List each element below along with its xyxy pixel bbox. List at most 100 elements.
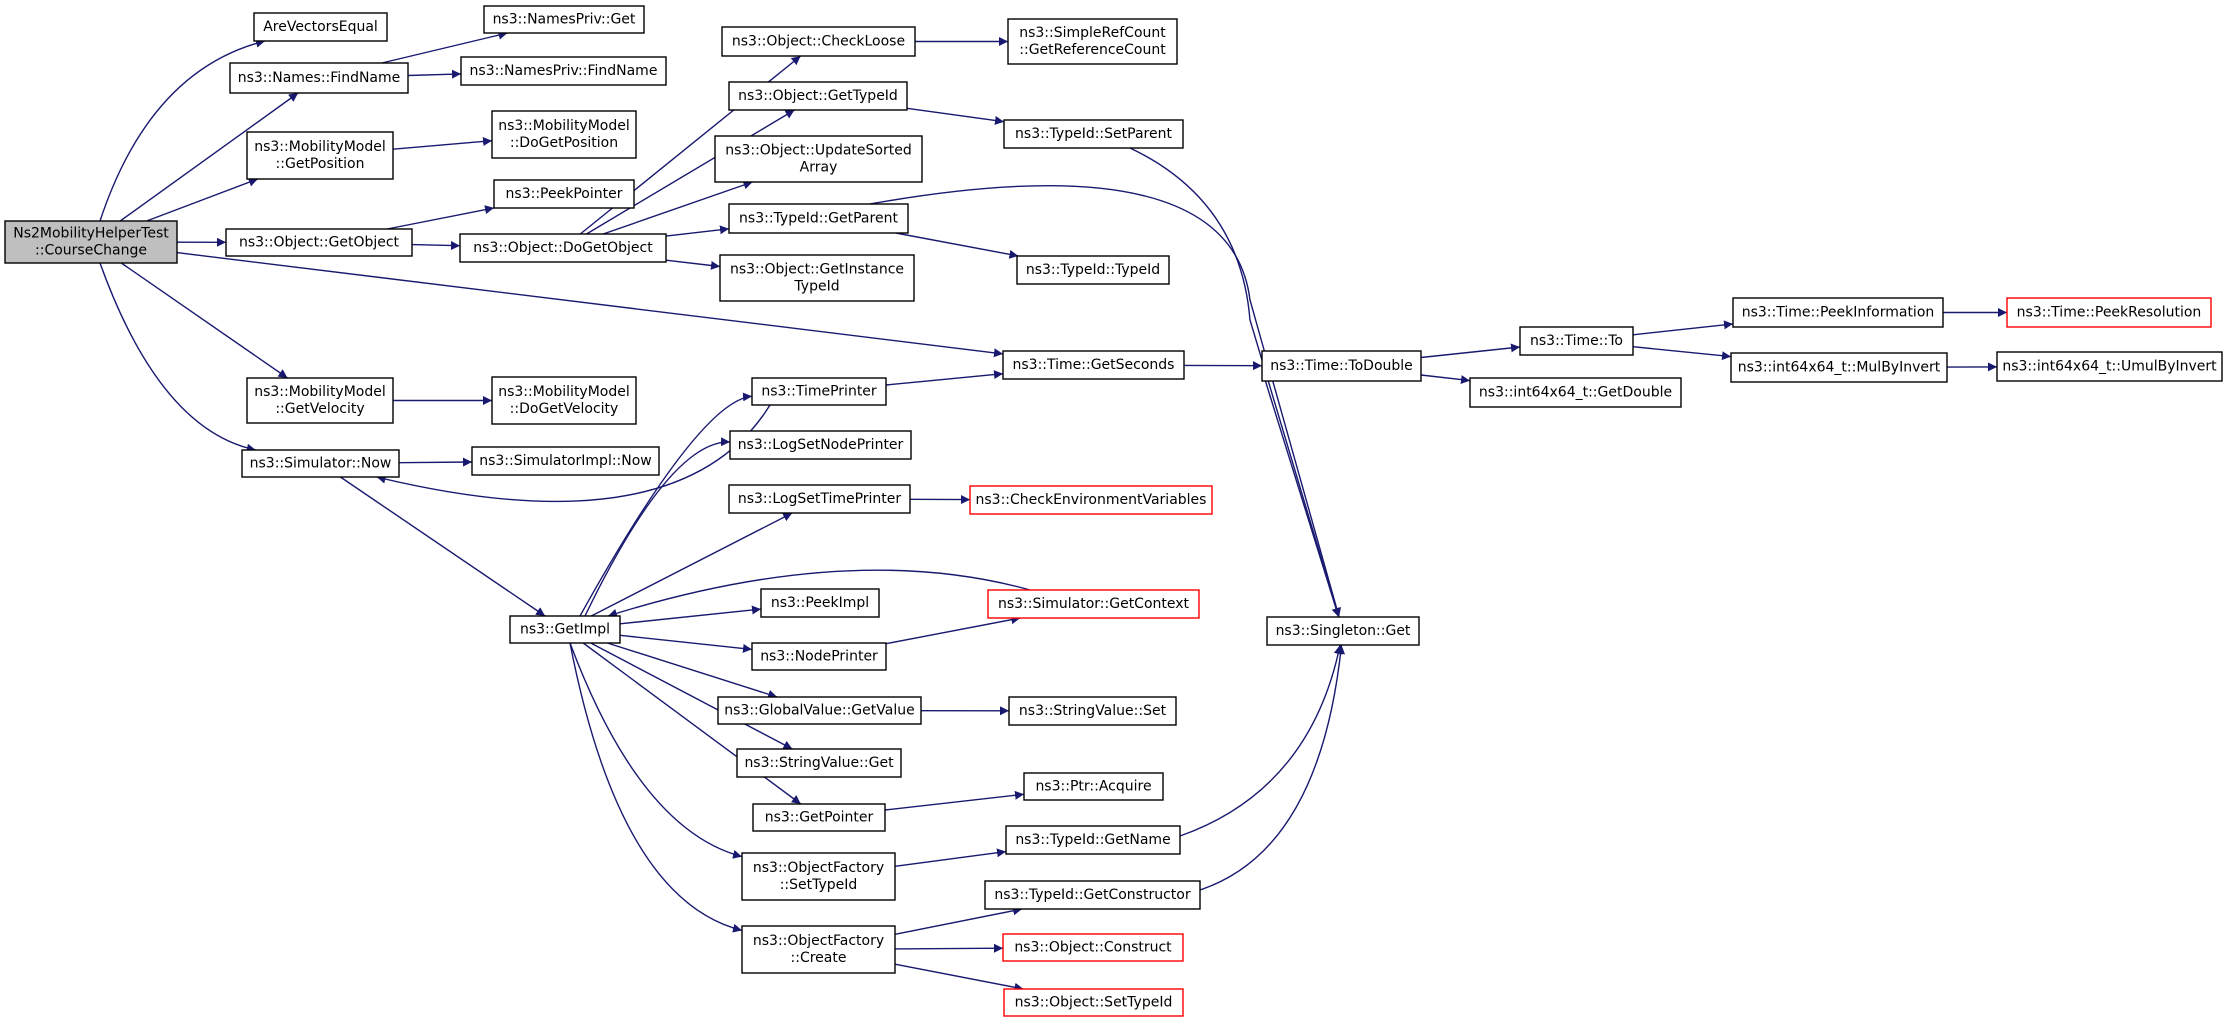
node-ptr_acquire[interactable]: ns3::Ptr::Acquire bbox=[1023, 772, 1164, 801]
node-label: ns3::GetPointer bbox=[765, 810, 874, 826]
node-label: AreVectorsEqual bbox=[263, 19, 378, 35]
edge-getimpl-to-gv_getvalue bbox=[607, 642, 778, 699]
node-label: ns3::GlobalValue::GetValue bbox=[724, 703, 914, 719]
node-box bbox=[1003, 988, 1184, 1017]
node-obj_construct[interactable]: ns3::Object::Construct bbox=[1002, 933, 1184, 962]
node-sim_getcontext[interactable]: ns3::Simulator::GetContext bbox=[987, 589, 1200, 619]
edge-findname-to-np_get bbox=[381, 30, 508, 64]
node-mm_getvel[interactable]: ns3::MobilityModel::GetVelocity bbox=[246, 377, 394, 424]
node-box bbox=[984, 880, 1201, 910]
node-gv_getvalue[interactable]: ns3::GlobalValue::GetValue bbox=[717, 696, 922, 725]
node-obj_gettypeid[interactable]: ns3::Object::GetTypeId bbox=[728, 81, 908, 111]
node-timeprinter[interactable]: ns3::TimePrinter bbox=[751, 377, 887, 406]
node-tid_getctor[interactable]: ns3::TypeId::GetConstructor bbox=[984, 880, 1201, 910]
node-tid_getparent[interactable]: ns3::TypeId::GetParent bbox=[728, 203, 909, 234]
node-peekpointer[interactable]: ns3::PeekPointer bbox=[493, 179, 635, 209]
node-tid_setparent[interactable]: ns3::TypeId::SetParent bbox=[1003, 119, 1184, 149]
node-i64_getdouble[interactable]: ns3::int64x64_t::GetDouble bbox=[1469, 377, 1682, 408]
node-nodeprinter[interactable]: ns3::NodePrinter bbox=[751, 642, 887, 671]
node-label: ::DoGetPosition bbox=[510, 135, 618, 151]
node-box bbox=[225, 228, 413, 257]
node-box bbox=[1002, 350, 1185, 380]
node-np_findname[interactable]: ns3::NamesPriv::FindName bbox=[460, 56, 667, 86]
node-peekimpl[interactable]: ns3::PeekImpl bbox=[760, 588, 880, 618]
node-time_to[interactable]: ns3::Time::To bbox=[1519, 326, 1634, 356]
node-box bbox=[719, 254, 915, 302]
node-box bbox=[1003, 119, 1184, 149]
node-box bbox=[728, 81, 908, 111]
node-singleton_get[interactable]: ns3::Singleton::Get bbox=[1266, 616, 1420, 646]
node-logsettime[interactable]: ns3::LogSetTimePrinter bbox=[728, 484, 911, 514]
node-of_create[interactable]: ns3::ObjectFactory::Create bbox=[741, 925, 896, 974]
node-label: ns3::PeekPointer bbox=[506, 186, 623, 202]
node-label: ns3::Simulator::GetContext bbox=[998, 596, 1190, 612]
node-of_settypeid[interactable]: ns3::ObjectFactory::SetTypeId bbox=[741, 852, 896, 901]
edge-time_to-to-time_peekinfo bbox=[1632, 320, 1734, 336]
node-np_get[interactable]: ns3::NamesPriv::Get bbox=[483, 5, 645, 34]
node-tid_getname[interactable]: ns3::TypeId::GetName bbox=[1005, 825, 1181, 855]
node-logsetnode[interactable]: ns3::LogSetNodePrinter bbox=[729, 430, 912, 460]
node-box bbox=[760, 588, 880, 618]
node-sim_now[interactable]: ns3::Simulator::Now bbox=[241, 449, 400, 478]
node-label: ns3::SimpleRefCount bbox=[1019, 25, 1166, 41]
edge-obj_dogetobject-to-obj_getinsttid bbox=[665, 259, 721, 270]
node-obj_dogetobject[interactable]: ns3::Object::DoGetObject bbox=[459, 233, 667, 263]
node-box bbox=[1023, 772, 1164, 801]
node-box bbox=[483, 5, 645, 34]
node-box bbox=[1008, 696, 1177, 726]
node-time_peekres[interactable]: ns3::Time::PeekResolution bbox=[2006, 297, 2212, 328]
node-time_todouble[interactable]: ns3::Time::ToDouble bbox=[1261, 350, 1422, 382]
node-obj_getobject[interactable]: ns3::Object::GetObject bbox=[225, 228, 413, 257]
node-label: ns3::GetImpl bbox=[520, 622, 610, 638]
node-getpointer[interactable]: ns3::GetPointer bbox=[752, 803, 886, 832]
node-box bbox=[1016, 255, 1170, 285]
node-root[interactable]: Ns2MobilityHelperTest::CourseChange bbox=[4, 220, 178, 264]
node-label: ns3::ObjectFactory bbox=[753, 860, 884, 876]
edge-getimpl-to-logsetnode bbox=[584, 437, 731, 617]
edge-getimpl-to-of_create bbox=[569, 642, 743, 933]
node-box bbox=[491, 376, 637, 425]
node-label: ns3::MobilityModel bbox=[498, 118, 630, 134]
node-label: Array bbox=[800, 160, 838, 176]
node-checkenv[interactable]: ns3::CheckEnvironmentVariables bbox=[969, 485, 1213, 515]
node-sv_set[interactable]: ns3::StringValue::Set bbox=[1008, 696, 1177, 726]
node-box bbox=[253, 12, 388, 42]
node-label: ns3::Time::PeekResolution bbox=[2017, 305, 2202, 321]
node-label: ns3::NamesPriv::FindName bbox=[470, 63, 658, 79]
node-box bbox=[2006, 297, 2212, 328]
node-sv_get[interactable]: ns3::StringValue::Get bbox=[736, 748, 902, 778]
node-arevec[interactable]: AreVectorsEqual bbox=[253, 12, 388, 42]
node-box bbox=[246, 131, 394, 180]
node-box bbox=[751, 377, 887, 406]
node-findname[interactable]: ns3::Names::FindName bbox=[229, 62, 409, 94]
node-i64_umulbyinv[interactable]: ns3::int64x64_t::UmulByInvert bbox=[1996, 351, 2223, 382]
node-simimpl_now[interactable]: ns3::SimulatorImpl::Now bbox=[471, 446, 660, 476]
node-time_peekinfo[interactable]: ns3::Time::PeekInformation bbox=[1732, 297, 1944, 328]
node-box bbox=[460, 56, 667, 86]
node-label: Ns2MobilityHelperTest bbox=[13, 226, 169, 242]
edge-nodeprinter-to-sim_getcontext bbox=[885, 615, 1021, 645]
nodes: Ns2MobilityHelperTest::CourseChange AreVe… bbox=[4, 5, 2223, 1017]
node-mm_dogetpos[interactable]: ns3::MobilityModel::DoGetPosition bbox=[491, 110, 637, 159]
node-mm_dogetvel[interactable]: ns3::MobilityModel::DoGetVelocity bbox=[491, 376, 637, 425]
node-box bbox=[1261, 350, 1422, 382]
node-src_getref[interactable]: ns3::SimpleRefCount::GetReferenceCount bbox=[1007, 18, 1178, 65]
edge-tid_getname-to-singleton_get bbox=[1179, 644, 1343, 837]
node-box bbox=[721, 26, 916, 57]
edge-root-to-findname bbox=[119, 92, 299, 222]
node-label: ns3::NodePrinter bbox=[760, 649, 878, 665]
node-tid_typeid[interactable]: ns3::TypeId::TypeId bbox=[1016, 255, 1170, 285]
node-mm_getpos[interactable]: ns3::MobilityModel::GetPosition bbox=[246, 131, 394, 180]
node-obj_settypeid[interactable]: ns3::Object::SetTypeId bbox=[1003, 988, 1184, 1017]
node-box bbox=[459, 233, 667, 263]
node-box bbox=[728, 203, 909, 234]
node-box bbox=[1002, 933, 1184, 962]
node-obj_checkloose[interactable]: ns3::Object::CheckLoose bbox=[721, 26, 916, 57]
node-time_getseconds[interactable]: ns3::Time::GetSeconds bbox=[1002, 350, 1185, 380]
edge-obj_dogetobject-to-tid_getparent bbox=[665, 225, 730, 237]
node-label: ns3::TypeId::TypeId bbox=[1026, 262, 1160, 278]
node-getimpl[interactable]: ns3::GetImpl bbox=[509, 615, 621, 644]
node-i64_mulbyinv[interactable]: ns3::int64x64_t::MulByInvert bbox=[1730, 352, 1948, 383]
